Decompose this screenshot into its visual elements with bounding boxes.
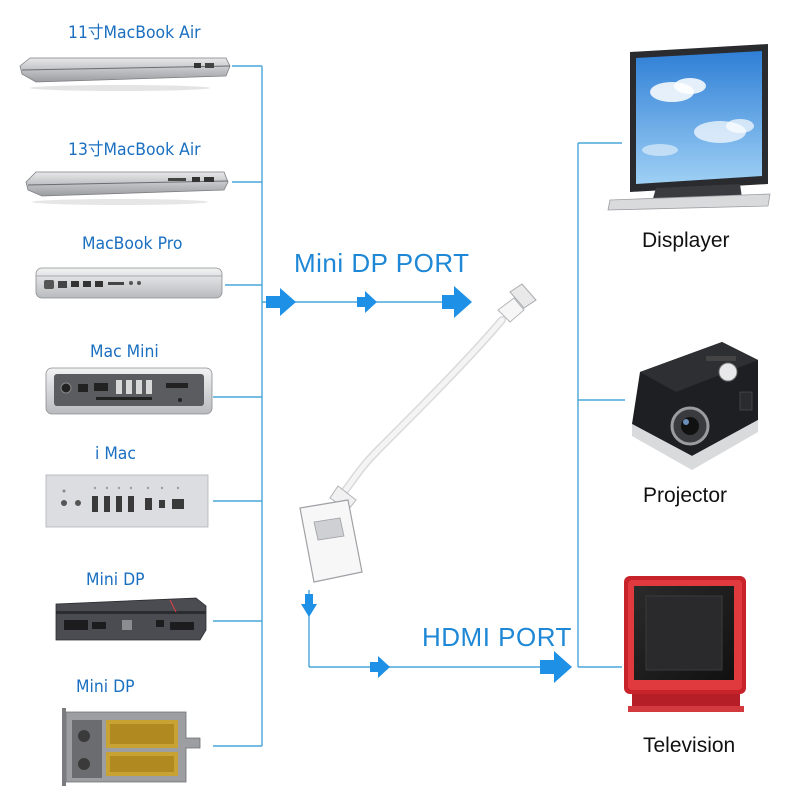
macbook-pro-icon [35,267,223,299]
arrow-input-2 [357,291,377,313]
source-label-mac-mini: Mac Mini [90,342,159,362]
source-label-mini-dp-laptop: Mini DP [86,570,145,590]
source-label-mini-dp-card: Mini DP [76,677,135,697]
source-label-imac: i Mac [95,444,136,464]
input-port-label: Mini DP PORT [294,248,470,278]
arrow-input-1 [266,288,296,316]
arrow-input-3 [442,286,472,318]
imac-ports-icon [45,474,209,528]
mini-dp-to-hdmi-adapter-icon [299,283,537,583]
arrow-output-2 [540,651,572,683]
output-label-displayer: Displayer [642,229,730,252]
laptop-mini-dp-icon [55,597,207,641]
arrow-output-1 [370,656,390,678]
output-port-label: HDMI PORT [422,622,572,652]
output-label-projector: Projector [643,484,728,507]
graphics-card-icon [62,708,201,786]
projector-icon [632,342,758,470]
output-label-television: Television [643,734,736,757]
television-icon [624,576,746,712]
monitor-icon [607,44,771,211]
flow-arrows [266,286,572,683]
arrow-down [301,594,317,617]
macbook-air-13-icon [25,171,229,205]
macbook-air-11-icon [19,57,231,91]
source-label-macbook-pro: MacBook Pro [82,234,183,254]
mac-mini-icon [45,367,213,415]
output-connector-lines [308,142,625,668]
source-label-macbook-air-13: 13寸MacBook Air [68,140,201,160]
source-label-macbook-air-11: 11寸MacBook Air [68,23,201,43]
